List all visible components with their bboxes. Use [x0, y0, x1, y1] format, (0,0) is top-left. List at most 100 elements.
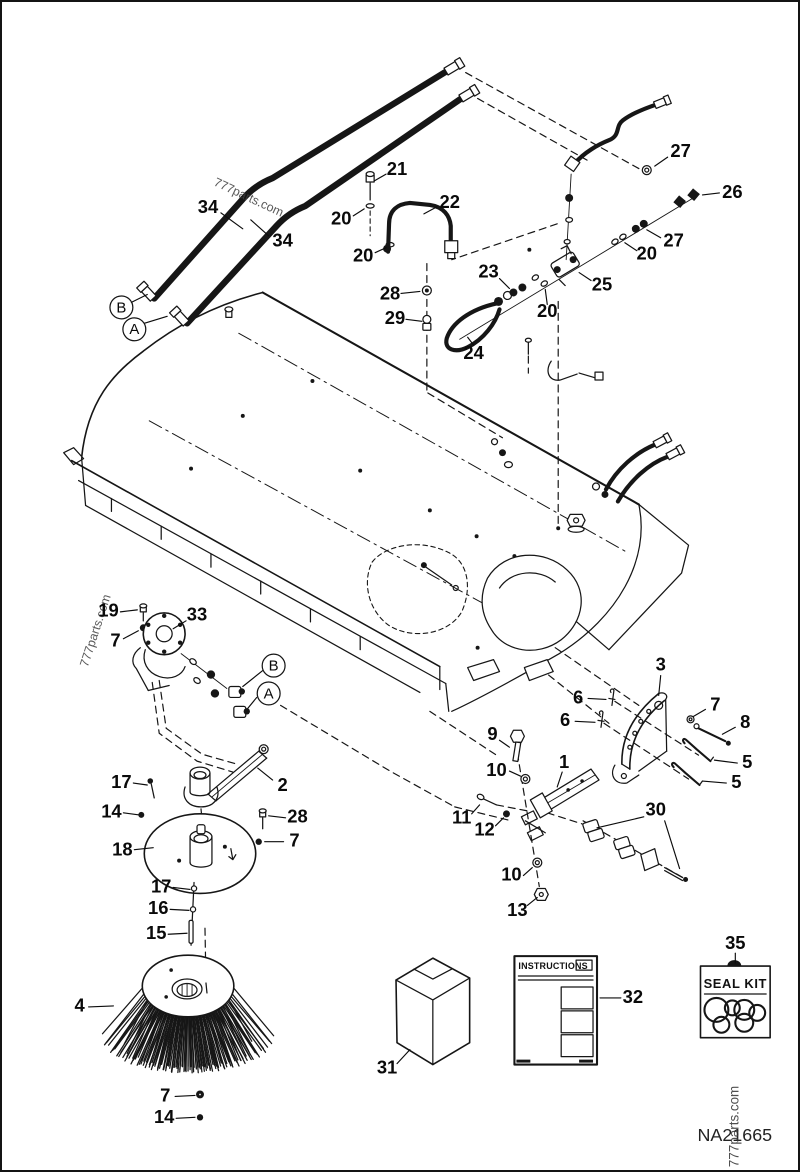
- leader-line: [247, 696, 258, 709]
- bristle: [199, 1008, 211, 1072]
- part-callout-14: 14: [101, 801, 122, 822]
- bristle: [196, 1009, 206, 1068]
- part-callout-34: 34: [272, 230, 293, 251]
- leader-line: [352, 208, 365, 217]
- bristle: [140, 1002, 164, 1065]
- part-callout-11: 11: [452, 807, 471, 828]
- leader-line: [596, 816, 645, 829]
- leader-line: [701, 780, 727, 784]
- bristle: [203, 1007, 220, 1069]
- part-callout-30: 30: [645, 799, 665, 820]
- leader-line: [692, 708, 707, 717]
- leader-line: [544, 288, 548, 305]
- part-callout-23: 23: [478, 260, 498, 281]
- bristle: [231, 992, 273, 1045]
- swing-arm-2: [183, 744, 269, 845]
- leader-line: [167, 932, 188, 935]
- leader-line: [87, 1005, 115, 1008]
- leader-line: [587, 697, 607, 701]
- bristle: [184, 1010, 188, 1072]
- ref-letter-A: A: [129, 321, 139, 338]
- part-callout-35: 35: [725, 932, 745, 953]
- bristle: [132, 998, 160, 1059]
- ref-letter-B: B: [269, 658, 279, 675]
- clip-set-30: [582, 819, 689, 883]
- ref-circle-B: [109, 295, 134, 320]
- bristle: [206, 1006, 225, 1069]
- part-callout-29: 29: [385, 307, 405, 328]
- bristle: [195, 1015, 205, 1072]
- bristle: [165, 1008, 178, 1069]
- leader-line: [268, 815, 287, 819]
- part-callout-25: 25: [592, 273, 612, 294]
- leader-line: [574, 720, 596, 723]
- part-callout-5: 5: [742, 751, 752, 772]
- bristle: [145, 1004, 167, 1063]
- bristle: [148, 1005, 169, 1068]
- bristle: [151, 1006, 170, 1064]
- seal-kit-label: SEAL KIT: [704, 976, 767, 991]
- bristle: [170, 1009, 180, 1073]
- part-callout-28: 28: [287, 806, 307, 827]
- leader-line: [133, 847, 154, 851]
- bristle: [143, 1003, 166, 1062]
- bristle: [154, 1006, 172, 1067]
- leader-line: [122, 630, 139, 640]
- bristle: [181, 1010, 186, 1068]
- part-callout-4: 4: [74, 995, 85, 1016]
- leader-line: [400, 290, 421, 295]
- part-callout-19: 19: [98, 600, 118, 621]
- part-callout-20: 20: [537, 300, 557, 321]
- fitting-run-right: [444, 94, 700, 353]
- leader-line: [467, 336, 475, 346]
- bristle: [204, 1006, 222, 1064]
- bristle: [213, 1001, 239, 1061]
- part-callout-20: 20: [331, 208, 351, 229]
- part-callout-5: 5: [731, 771, 741, 792]
- bristle: [110, 998, 149, 1053]
- bristle: [212, 1002, 236, 1060]
- part-callout-28: 28: [380, 282, 400, 303]
- part-callout-34: 34: [198, 196, 219, 217]
- leader-line: [130, 293, 148, 303]
- shaft-pins-15-16-17: [138, 778, 198, 946]
- leader-line: [405, 318, 423, 322]
- bristle: [105, 995, 147, 1044]
- part-callout-7: 7: [289, 830, 299, 851]
- leader-line: [508, 770, 521, 777]
- part-callout-15: 15: [146, 922, 166, 943]
- bristle: [188, 1010, 192, 1068]
- part-callout-26: 26: [722, 181, 742, 202]
- elbow-fitting-b: [228, 685, 245, 699]
- bristle: [191, 1010, 197, 1070]
- bristle: [222, 1004, 256, 1054]
- elbow-fitting-a: [233, 705, 250, 718]
- carton-box-31: [395, 957, 471, 1066]
- part-callout-20: 20: [353, 245, 373, 266]
- part-callout-7: 7: [160, 1084, 170, 1105]
- bristle: [189, 1015, 193, 1074]
- bristle: [192, 1015, 199, 1074]
- leader-line: [374, 247, 387, 254]
- leader-line: [220, 212, 244, 230]
- leader-line: [132, 782, 148, 786]
- pivot-bracket-1: [476, 729, 600, 902]
- leader-line: [646, 229, 662, 239]
- bristle: [215, 999, 242, 1062]
- leader-line: [172, 620, 187, 630]
- leader-line: [721, 726, 736, 735]
- part-callout-24: 24: [463, 342, 484, 363]
- watermark-bottom: 777parts.com: [726, 1086, 741, 1167]
- leader-line: [556, 771, 563, 788]
- instructions-label: INSTRUCTIONS: [518, 961, 587, 971]
- disc-18: [143, 813, 257, 895]
- bristle: [232, 986, 275, 1037]
- bristle: [177, 1015, 184, 1074]
- ref-circle-A: [256, 681, 281, 706]
- part-callout-21: 21: [387, 158, 407, 179]
- bristle: [227, 998, 267, 1053]
- bristle: [134, 999, 161, 1060]
- leader-line: [624, 242, 638, 252]
